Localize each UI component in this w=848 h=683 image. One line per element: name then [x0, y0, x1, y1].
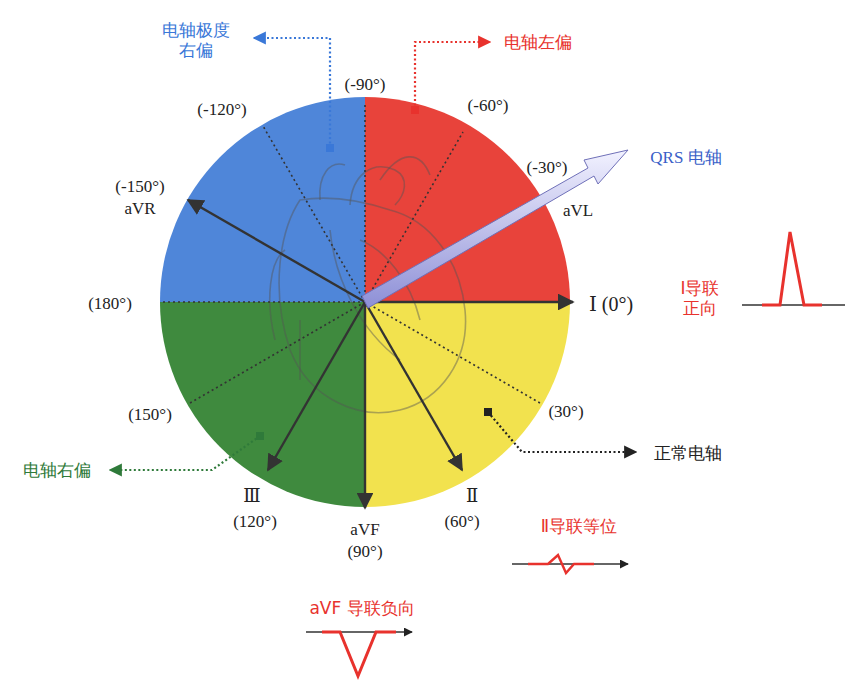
angle-label: (60°)	[444, 512, 479, 532]
angle-label: (90°)	[347, 542, 382, 562]
lead-name: Ⅰ (0°)	[589, 292, 633, 316]
callout-dot	[256, 432, 264, 440]
callout-leader	[254, 38, 330, 148]
lead-name: aVL	[563, 201, 593, 221]
waveform-lead-aVF	[306, 632, 412, 676]
lead-name: aVF	[350, 520, 379, 540]
angle-label: (180°)	[88, 294, 132, 314]
qrs-axis-arrow	[362, 150, 628, 308]
heart-outline	[270, 157, 466, 413]
callout-label: 正常电轴	[654, 443, 722, 463]
waveform-lead-I	[742, 232, 845, 305]
angle-label: (-150°)	[115, 177, 164, 197]
callout-dot	[411, 106, 419, 114]
angle-label: (-30°)	[527, 158, 568, 178]
callout-label: 电轴左偏	[504, 32, 572, 52]
quadrant-yellow	[365, 302, 570, 507]
lead-name: Ⅲ	[243, 486, 260, 508]
angle-label: (-60°)	[468, 96, 509, 116]
waveform-lead-II	[512, 555, 628, 573]
quadrant-blue	[160, 97, 365, 302]
waveform-label: Ⅱ导联等位	[541, 516, 617, 536]
axis-label: QRS 电轴	[650, 148, 721, 168]
waveform-label: Ⅰ导联 正向	[670, 278, 730, 319]
lead-name: Ⅱ	[466, 486, 478, 508]
callout-label: 电轴极度 右偏	[160, 20, 232, 61]
lead-axis	[188, 200, 573, 508]
lead-name: aVR	[124, 199, 155, 219]
callout-leader	[110, 436, 260, 470]
angle-label: (150°)	[128, 405, 172, 425]
callout-label: 电轴右偏	[23, 460, 91, 480]
angle-label: (30°)	[548, 402, 583, 422]
waveform-label: aVF 导联负向	[309, 598, 414, 618]
angle-label: (-120°)	[197, 100, 246, 120]
angle-label: (120°)	[233, 512, 277, 532]
dotted-axis	[162, 102, 540, 403]
quadrant-green	[160, 302, 365, 507]
angle-label: (-90°)	[345, 75, 386, 95]
callout-dot	[484, 408, 492, 416]
callout-dot	[326, 144, 334, 152]
